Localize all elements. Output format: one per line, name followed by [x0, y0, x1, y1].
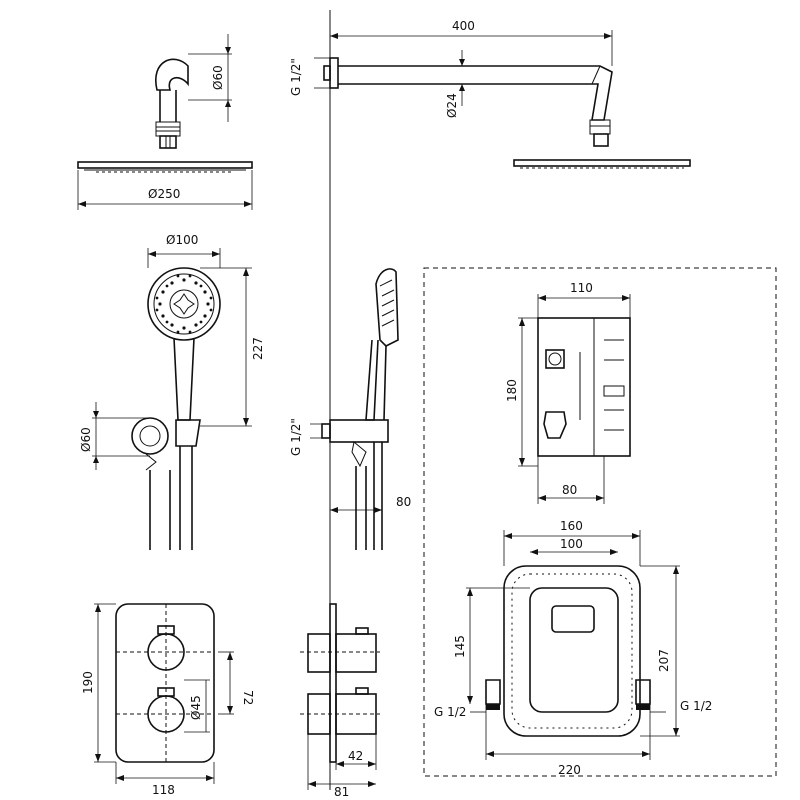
hand-shower-side-view — [310, 268, 399, 550]
shower-arm-front-view — [314, 30, 691, 169]
head-diameter-label: Ø250 — [148, 187, 180, 201]
box-height-label: 180 — [505, 379, 519, 402]
frame-inner-width-label: 100 — [560, 537, 583, 551]
arm-pipe-diameter-label: Ø24 — [445, 93, 459, 118]
arm-length-label: 400 — [452, 19, 475, 33]
knob-depth-label: 42 — [348, 749, 363, 763]
head-flange-diameter-label: Ø60 — [211, 65, 225, 90]
frame-right-thread-label: G 1/2 — [680, 699, 712, 713]
hand-shower-diameter-label: Ø100 — [166, 233, 198, 247]
thermostat-plate-front — [94, 603, 234, 784]
hand-shower-front-view — [92, 248, 252, 550]
box-depth-label: 80 — [562, 483, 577, 497]
concealed-box-side — [518, 294, 631, 504]
holder-diameter-label: Ø60 — [79, 427, 93, 452]
holder-depth-label: 80 — [396, 495, 411, 509]
plate-height-label: 190 — [81, 671, 95, 694]
mounting-frame-front — [466, 530, 680, 760]
knob-gap-label: 72 — [241, 690, 255, 705]
concealed-part-frame — [423, 267, 777, 777]
hand-shower-length-label: 227 — [251, 337, 265, 360]
frame-left-thread-label: G 1/2 — [434, 705, 466, 719]
plate-width-label: 118 — [152, 783, 175, 797]
mid-thread-label: G 1/2" — [289, 418, 303, 456]
nozzle-ring — [155, 274, 213, 334]
frame-145-label: 145 — [453, 635, 467, 658]
frame-bottom-width-label: 220 — [558, 763, 581, 777]
frame-width-label: 160 — [560, 519, 583, 533]
plate-depth-label: 81 — [334, 785, 349, 799]
knob-diameter-label: Ø45 — [189, 695, 203, 720]
thermostat-side-view — [300, 603, 380, 790]
frame-height-label: 207 — [657, 649, 671, 672]
shower-arm-side-view — [154, 34, 232, 149]
box-width-label: 110 — [570, 281, 593, 295]
head-shower-front-view — [77, 161, 253, 210]
top-thread-label: G 1/2" — [289, 58, 303, 96]
